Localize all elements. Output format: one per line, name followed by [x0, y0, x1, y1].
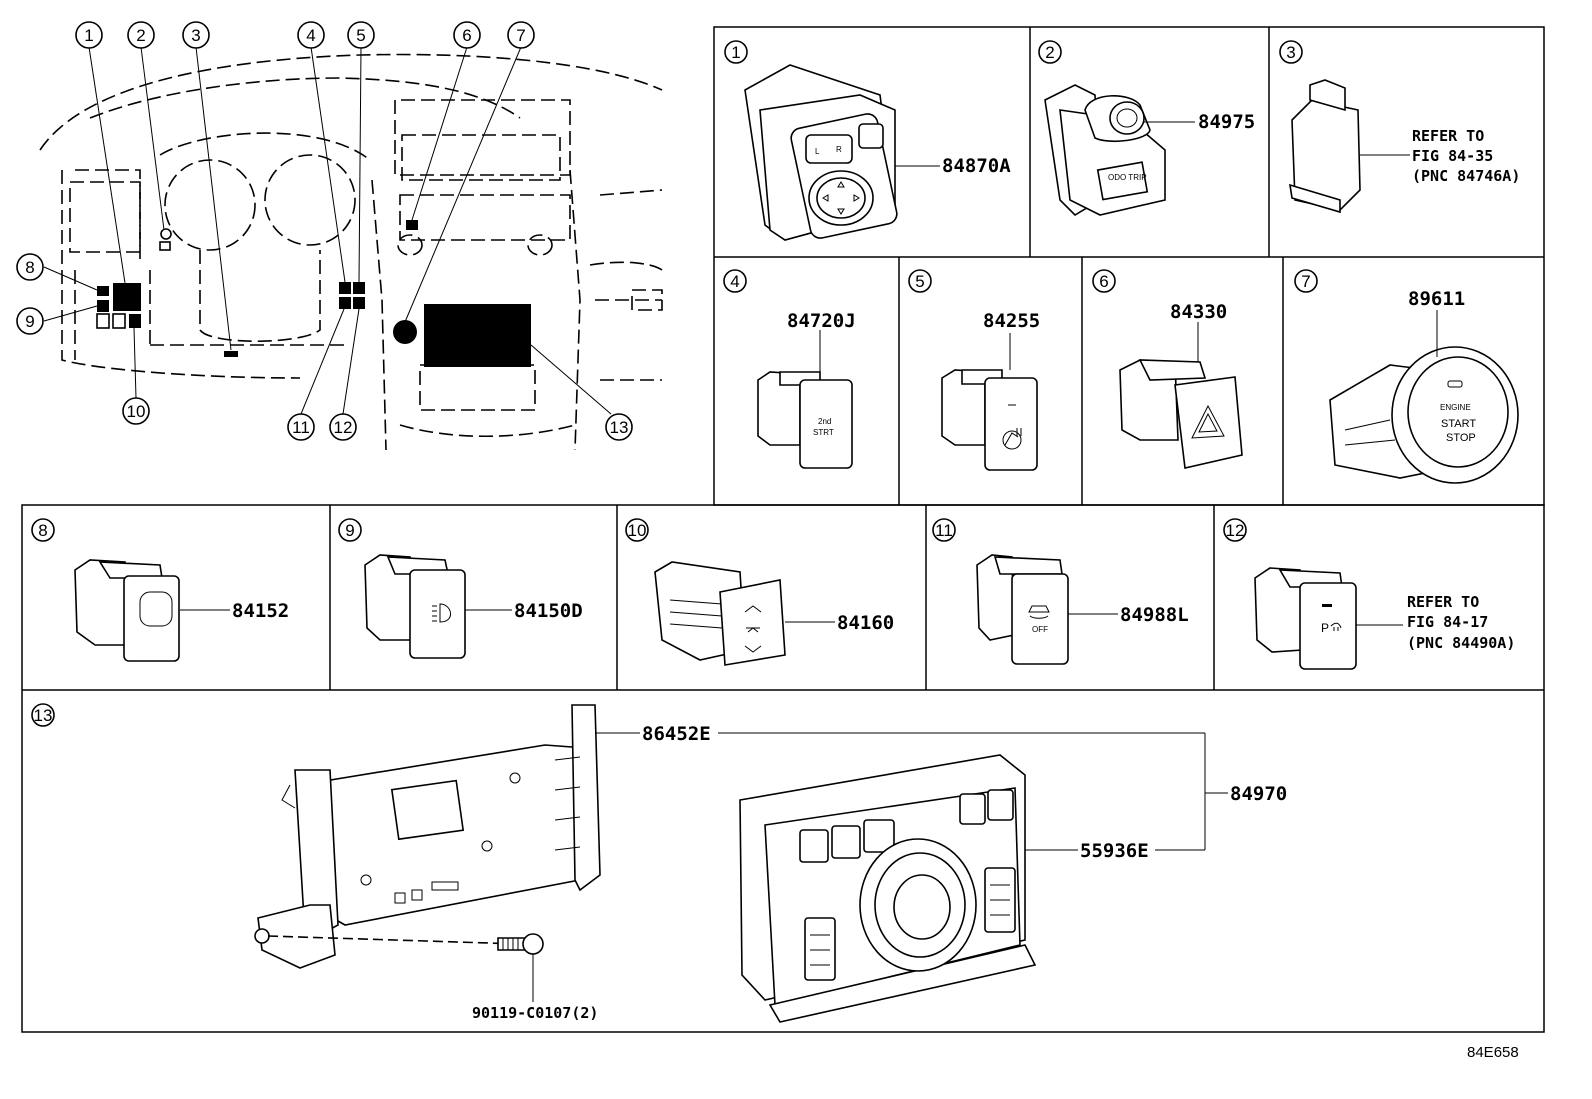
- svg-text:4: 4: [730, 272, 739, 291]
- svg-text:STOP: STOP: [1446, 432, 1476, 444]
- svg-text:5: 5: [356, 26, 365, 45]
- mirror-switch-icon: [822, 181, 860, 215]
- hazard-triangle-icon: [1191, 404, 1225, 439]
- part-number-86452E: 86452E: [642, 723, 711, 745]
- callout-3: 3: [182, 21, 210, 49]
- part-number-84988L: 84988L: [1120, 604, 1189, 626]
- callout-1: 1: [75, 21, 103, 49]
- part-number-89611: 89611: [1408, 288, 1465, 310]
- part-number-84150D: 84150D: [514, 600, 583, 622]
- svg-text:3: 3: [191, 26, 200, 45]
- part-number-84870A: 84870A: [942, 155, 1011, 177]
- svg-text:(PNC 84490A): (PNC 84490A): [1407, 634, 1515, 652]
- callout-5: 5: [347, 21, 375, 49]
- svg-text:3: 3: [1286, 43, 1295, 62]
- svg-text:ODO TRIP: ODO TRIP: [1108, 173, 1147, 182]
- wiper-icon: [744, 605, 762, 653]
- svg-text:2: 2: [1045, 43, 1054, 62]
- panel-part-4: 4 2nd STRT 84720J: [723, 269, 856, 469]
- vsc-off-icon: OFF: [1028, 605, 1050, 634]
- svg-text:START: START: [1441, 418, 1476, 430]
- svg-text:STRT: STRT: [813, 428, 834, 437]
- svg-text:6: 6: [1099, 272, 1108, 291]
- part-number-55936E: 55936E: [1080, 840, 1149, 862]
- screw-90119-C0107: 90119-C0107(2): [267, 933, 598, 1022]
- callout-13: 13: [605, 413, 633, 441]
- callout-10: 10: [122, 397, 150, 425]
- svg-text:10: 10: [628, 521, 647, 540]
- dimmer-knob-icon: [1084, 95, 1195, 143]
- dashboard-overview: 1 2 3 4 5 6 7 8 9 10 11 12 13: [16, 21, 663, 451]
- svg-text:ENGINE: ENGINE: [1440, 403, 1471, 412]
- svg-text:12: 12: [334, 418, 353, 437]
- svg-text:(PNC 84746A): (PNC 84746A): [1412, 167, 1520, 185]
- svg-text:6: 6: [462, 26, 471, 45]
- svg-text:OFF: OFF: [1032, 625, 1048, 634]
- heated-seat-icon: [1002, 428, 1022, 450]
- svg-text:REFER TO: REFER TO: [1412, 127, 1484, 145]
- svg-text:7: 7: [1301, 272, 1310, 291]
- svg-text:R: R: [836, 145, 842, 154]
- svg-text:2nd: 2nd: [818, 417, 831, 426]
- panel-part-10: 10 84160: [625, 518, 894, 666]
- svg-text:5: 5: [915, 272, 924, 291]
- svg-text:13: 13: [34, 706, 53, 725]
- parking-brake-icon: P: [1321, 621, 1342, 635]
- svg-text:P: P: [1321, 621, 1329, 635]
- svg-text:1: 1: [731, 43, 740, 62]
- callout-6: 6: [453, 21, 481, 49]
- fog-lamp-icon: [432, 603, 451, 623]
- panel-part-7: 7 ENGINE START STOP 89611: [1294, 269, 1519, 484]
- part-number-84975: 84975: [1198, 111, 1255, 133]
- svg-text:9: 9: [345, 521, 354, 540]
- svg-text:7: 7: [516, 26, 525, 45]
- bracket-86452E: [254, 704, 601, 969]
- callout-11: 11: [287, 413, 315, 441]
- svg-text:11: 11: [935, 521, 953, 540]
- svg-text:1: 1: [84, 26, 93, 45]
- svg-text:4: 4: [306, 26, 315, 45]
- start-stop-button: ENGINE START STOP: [1440, 380, 1476, 444]
- callout-7: 7: [507, 21, 535, 49]
- callout-8: 8: [16, 253, 44, 281]
- panel-part-9: 9 84150D: [338, 518, 583, 659]
- svg-text:8: 8: [38, 521, 47, 540]
- svg-text:REFER TO: REFER TO: [1407, 593, 1479, 611]
- climate-control-panel-55936E: [739, 754, 1037, 1023]
- part-number-84970: 84970: [1230, 783, 1287, 805]
- callout-2: 2: [127, 21, 155, 49]
- callout-9: 9: [16, 307, 44, 335]
- part-number-84152: 84152: [232, 600, 289, 622]
- svg-text:FIG 84-35: FIG 84-35: [1412, 147, 1493, 165]
- svg-text:FIG 84-17: FIG 84-17: [1407, 613, 1488, 631]
- svg-text:L: L: [815, 147, 820, 156]
- panel-part-12: 12 P REFER TO FIG 84-17 (PNC 84490A): [1223, 518, 1515, 670]
- panel-part-2: 2 ODO TRIP 84975: [1038, 40, 1255, 217]
- callout-12: 12: [329, 413, 357, 441]
- part-number-84720J: 84720J: [787, 310, 856, 332]
- panel-grid: [21, 26, 1545, 1033]
- panel-part-13: 13 90119-C0107(2): [31, 703, 1287, 1023]
- svg-text:8: 8: [25, 258, 34, 277]
- svg-text:11: 11: [292, 418, 310, 437]
- svg-text:2: 2: [136, 26, 145, 45]
- panel-part-1: 1 L R 84870A: [724, 40, 1011, 241]
- svg-text:9: 9: [25, 312, 34, 331]
- panel-part-5: 5 84255: [908, 269, 1040, 471]
- panel-part-11: 11 OFF 84988L: [932, 518, 1189, 665]
- panel-part-6: 6 84330: [1092, 269, 1243, 469]
- panel-part-8: 8 84152: [31, 518, 289, 662]
- svg-text:90119-C0107(2): 90119-C0107(2): [472, 1004, 598, 1022]
- callout-4: 4: [297, 21, 325, 49]
- svg-text:13: 13: [610, 418, 629, 437]
- part-number-84330: 84330: [1170, 301, 1227, 323]
- drawing-id: 84E658: [1467, 1044, 1519, 1061]
- svg-text:12: 12: [1226, 521, 1245, 540]
- svg-text:10: 10: [127, 402, 146, 421]
- part-number-84160: 84160: [837, 612, 894, 634]
- panel-part-3: 3 REFER TO FIG 84-35 (PNC 84746A): [1279, 40, 1520, 214]
- part-number-84255: 84255: [983, 310, 1040, 332]
